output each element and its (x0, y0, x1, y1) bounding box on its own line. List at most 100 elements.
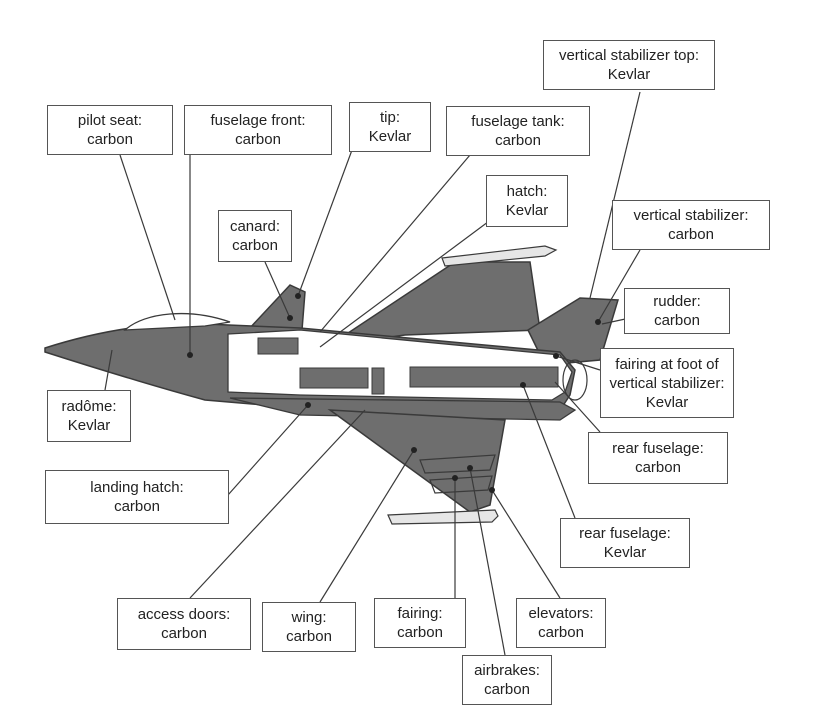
callout-vertical-stabilizer-top: vertical stabilizer top: Kevlar (543, 40, 715, 90)
callout-material: carbon (668, 226, 714, 243)
lower-fuselage (229, 397, 577, 421)
upper-missile (441, 245, 558, 267)
callout-material: carbon (286, 628, 332, 645)
leader-line (227, 404, 309, 496)
exhaust-nozzle (562, 359, 588, 401)
leader-line (319, 154, 471, 333)
anchor-dot (467, 465, 473, 471)
callout-rudder: rudder: carbon (624, 288, 730, 334)
callout-material: Kevlar (368, 128, 412, 145)
anchor-dot (187, 352, 193, 358)
callout-name: canard: (229, 218, 281, 235)
callout-name-line2: vertical stabilizer: (609, 374, 725, 392)
callout-material: carbon (232, 237, 278, 254)
callout-material: carbon (484, 681, 530, 698)
callout-radome: radôme: Kevlar (47, 390, 131, 442)
callout-material: carbon (538, 624, 584, 641)
callout-fuselage-tank: fuselage tank: carbon (446, 106, 590, 156)
leader-line (104, 349, 113, 391)
callout-name: landing hatch: (90, 479, 184, 496)
callout-material: carbon (397, 624, 443, 641)
callout-name: fuselage front: (210, 112, 306, 129)
callout-material: carbon (235, 131, 281, 148)
leader-line (522, 384, 576, 519)
callout-name: wing: (291, 609, 327, 626)
lower-missile (387, 509, 499, 525)
callout-material: Kevlar (607, 66, 651, 83)
anchor-dot (411, 447, 417, 453)
lower-wing (327, 409, 506, 513)
anchor-dot (452, 475, 458, 481)
callout-name: access doors: (137, 606, 231, 623)
anchor-dot (520, 382, 526, 388)
anchor-dot (295, 293, 301, 299)
leader-line (319, 449, 415, 603)
callout-name: fairing at foot of (615, 355, 719, 373)
leader-line (555, 355, 601, 371)
callout-material: carbon (114, 498, 160, 515)
anchor-dot (595, 319, 601, 325)
callout-name: hatch: (506, 183, 548, 200)
callout-material: Kevlar (603, 544, 647, 561)
callout-elevators: elevators: carbon (516, 598, 606, 648)
callout-material: Kevlar (505, 202, 549, 219)
callout-name: tip: (379, 109, 400, 126)
leader-line (189, 409, 366, 599)
callout-name: rear fuselage: (612, 440, 704, 457)
callout-access-doors: access doors: carbon (117, 598, 251, 650)
callout-material: Kevlar (645, 393, 689, 411)
upper-wing (329, 261, 541, 346)
callout-pilot-seat: pilot seat: carbon (47, 105, 173, 155)
leader-line (297, 149, 353, 297)
internal-part (257, 337, 299, 355)
callout-vertical-stabilizer: vertical stabilizer: carbon (612, 200, 770, 250)
callout-rear-fuselage-carbon: rear fuselage: carbon (588, 432, 728, 484)
callout-rear-fuselage-kevlar: rear fuselage: Kevlar (560, 518, 690, 568)
anchor-dot (489, 487, 495, 493)
callout-name: rudder: (653, 293, 701, 310)
callout-name: vertical stabilizer: (633, 207, 749, 224)
callout-fuselage-front: fuselage front: carbon (184, 105, 332, 155)
canopy (123, 313, 231, 331)
leader-line (554, 381, 601, 433)
callout-name: vertical stabilizer top: (558, 47, 700, 64)
callout-fairing: fairing: carbon (374, 598, 466, 648)
callout-name: airbrakes: (474, 662, 540, 679)
callout-material: carbon (654, 312, 700, 329)
callout-airbrakes: airbrakes: carbon (462, 655, 552, 705)
callout-fairing-foot: fairing at foot of vertical stabilizer: … (600, 348, 734, 418)
callout-material: carbon (87, 131, 133, 148)
callout-canard: canard: carbon (218, 210, 292, 262)
leader-line (469, 467, 506, 656)
internal-part (299, 367, 369, 389)
callout-landing-hatch: landing hatch: carbon (45, 470, 229, 524)
callout-tip: tip: Kevlar (349, 102, 431, 152)
leader-line (589, 91, 641, 299)
callout-name: elevators: (528, 605, 594, 622)
callout-hatch: hatch: Kevlar (486, 175, 568, 227)
callout-name: pilot seat: (77, 112, 143, 129)
leader-line (119, 154, 176, 321)
callout-material: carbon (635, 459, 681, 476)
callout-name: fuselage tank: (471, 113, 565, 130)
callout-material: carbon (161, 625, 207, 642)
anchor-dot (553, 353, 559, 359)
internal-part (371, 367, 385, 395)
callout-name: fairing: (397, 605, 443, 622)
anchor-dot (305, 402, 311, 408)
callout-name: radôme: (61, 398, 117, 415)
internal-part (409, 366, 559, 388)
leader-line (319, 212, 501, 348)
canard-surface (246, 284, 306, 331)
callout-wing: wing: carbon (262, 602, 356, 652)
callout-material: Kevlar (67, 417, 111, 434)
anchor-dot (287, 315, 293, 321)
callout-name: rear fuselage: (579, 525, 671, 542)
leader-line (264, 261, 291, 319)
leader-line (597, 249, 641, 323)
callout-material: carbon (495, 132, 541, 149)
leader-line (491, 489, 561, 599)
elevon-panel (419, 454, 496, 474)
